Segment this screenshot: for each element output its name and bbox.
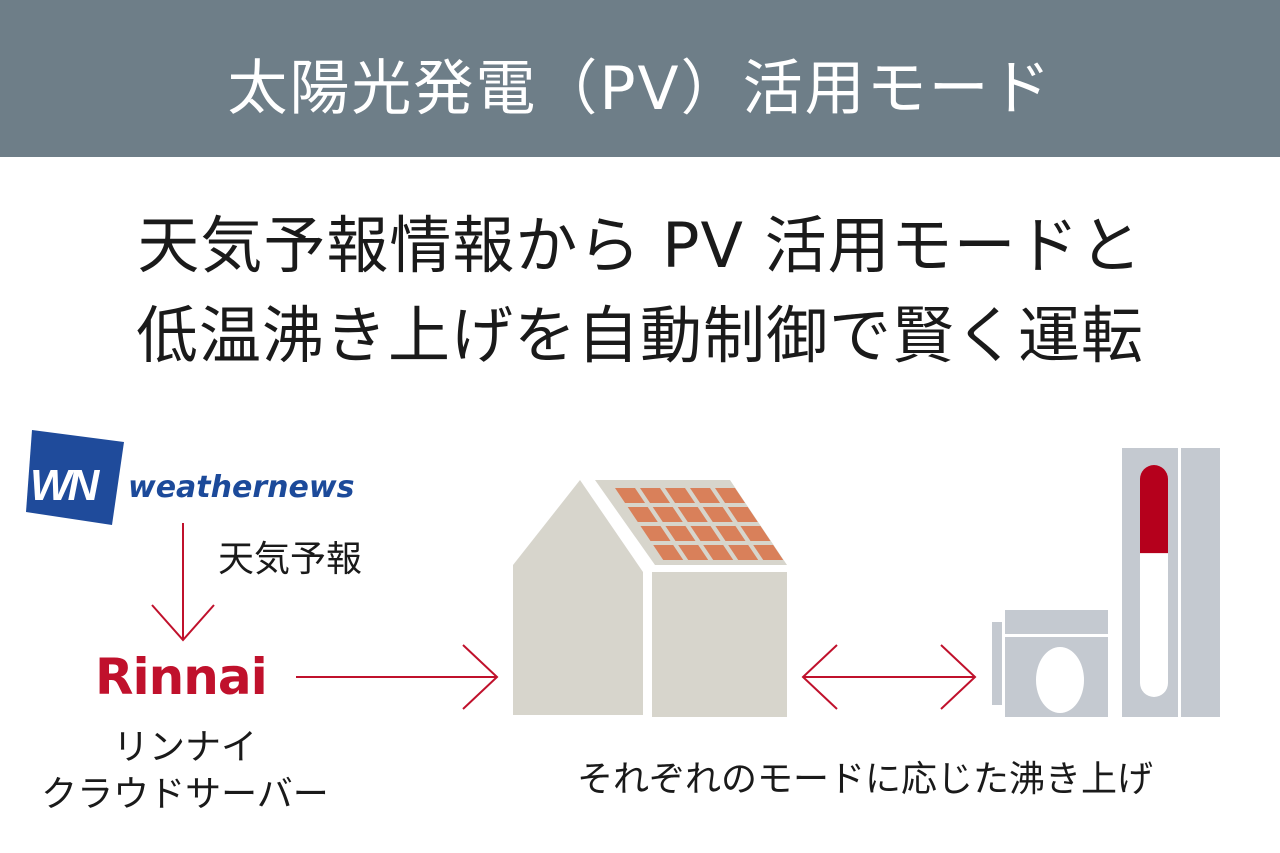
caption: それぞれのモードに応じた沸き上げ	[576, 759, 1153, 800]
server-label-line-1: リンナイ	[112, 727, 257, 768]
weathernews-logo-mark: WN	[26, 430, 124, 525]
solar-cell	[640, 526, 671, 541]
svg-text:WN: WN	[30, 461, 101, 510]
solar-cell	[678, 545, 709, 560]
solar-cell	[728, 545, 759, 560]
water-heater-icon	[992, 448, 1220, 717]
solar-cell	[615, 488, 646, 503]
solar-cell	[665, 526, 696, 541]
headline-line-2: 低温沸き上げを自動制御で賢く運転	[135, 299, 1144, 372]
rinnai-logo: Rinnai	[95, 648, 268, 706]
solar-cell	[690, 488, 721, 503]
server-label-line-2: クラウドサーバー	[41, 774, 329, 815]
hot-water-level	[1140, 465, 1168, 554]
solar-cell	[703, 545, 734, 560]
solar-cell	[653, 545, 684, 560]
solar-cell	[640, 488, 671, 503]
header-band: 太陽光発電（PV）活用モード	[0, 0, 1280, 157]
right-arrow-icon	[296, 644, 499, 710]
forecast-label: 天気予報	[218, 539, 363, 580]
house-with-solar-panel-icon	[513, 480, 787, 717]
double-arrow-icon	[801, 644, 977, 710]
weathernews-logo-text: weathernews	[128, 470, 355, 505]
solar-cell	[665, 488, 696, 503]
solar-cell	[690, 526, 721, 541]
solar-cell	[627, 507, 658, 522]
solar-panel-grid	[615, 488, 784, 560]
solar-cell	[715, 526, 746, 541]
solar-cell	[702, 507, 733, 522]
solar-cell	[740, 526, 771, 541]
down-arrow-icon	[151, 523, 215, 642]
solar-cell	[715, 488, 746, 503]
solar-cell	[727, 507, 758, 522]
solar-cell	[753, 545, 784, 560]
page-title: 太陽光発電（PV）活用モード	[227, 54, 1053, 124]
solar-cell	[677, 507, 708, 522]
solar-cell	[652, 507, 683, 522]
headline-line-1: 天気予報情報から PV 活用モードと	[137, 209, 1143, 282]
